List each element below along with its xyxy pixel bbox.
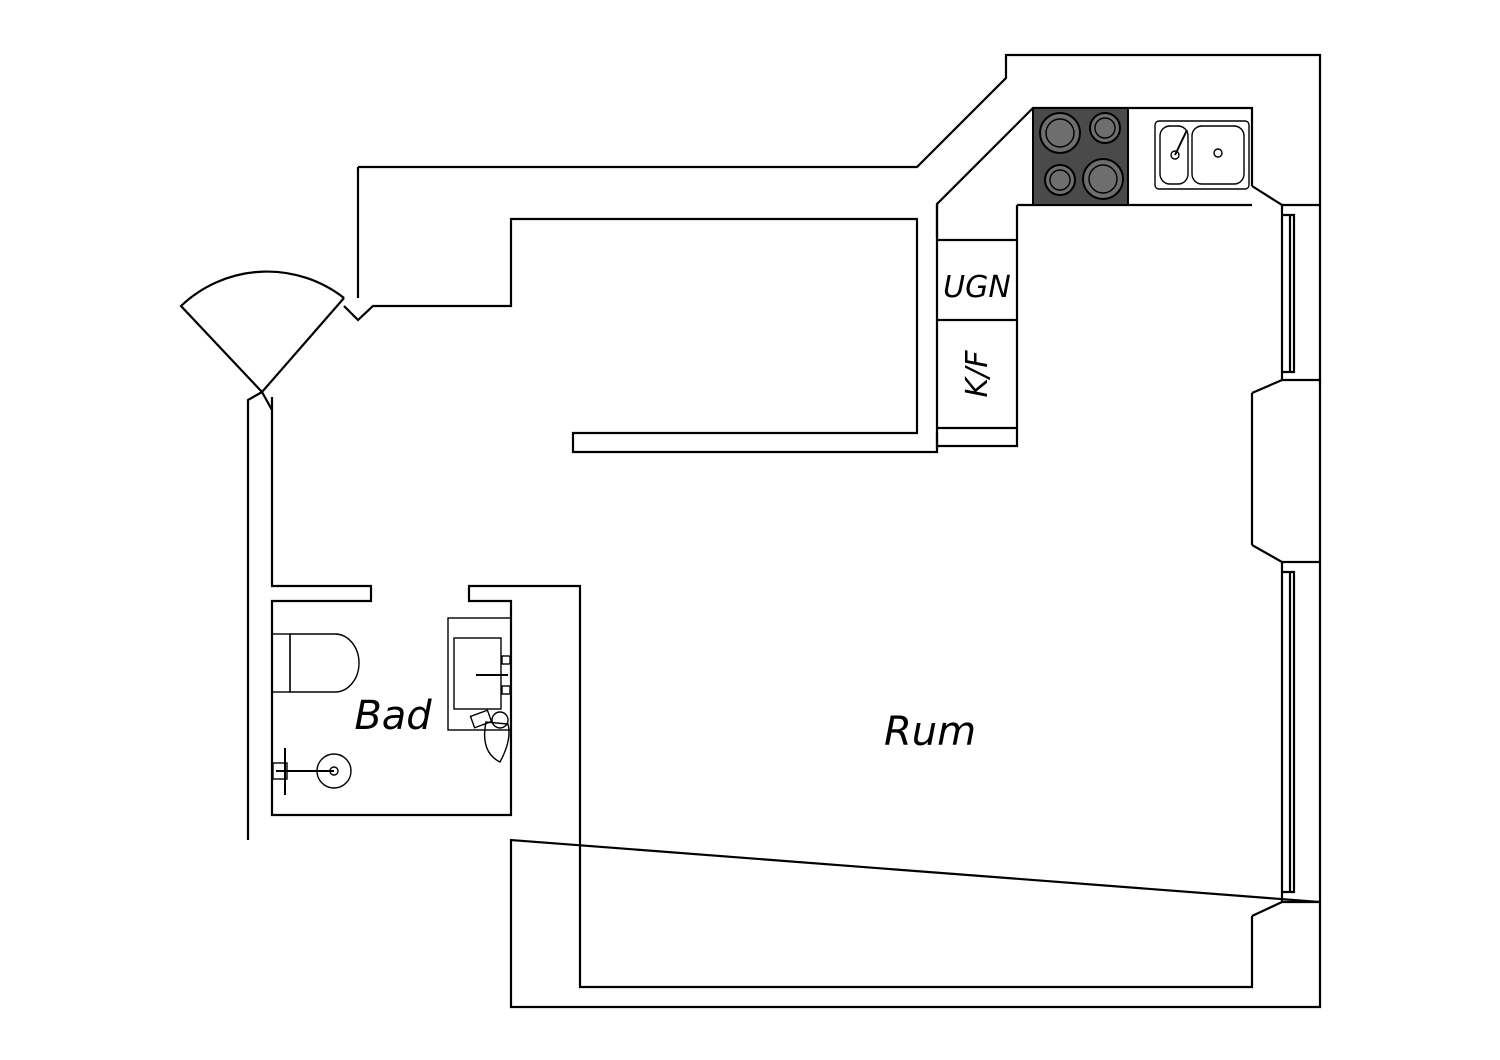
room-label-bath: Bad — [354, 693, 432, 739]
window-icon — [1251, 185, 1322, 395]
room-label-main: Rum — [884, 709, 976, 755]
oven-label: UGN — [943, 270, 1011, 305]
kitchen-column — [935, 203, 1252, 448]
fridge-freezer-label: K/F — [960, 350, 995, 398]
outer-wall — [246, 53, 1322, 1009]
washbasin-icon — [447, 617, 512, 763]
door-swing-icon — [179, 270, 345, 393]
sink-icon — [1154, 120, 1250, 190]
shower-icon — [272, 748, 352, 795]
stove-icon — [1032, 107, 1129, 206]
toilet-icon — [271, 633, 360, 693]
window-icon — [1251, 544, 1322, 917]
